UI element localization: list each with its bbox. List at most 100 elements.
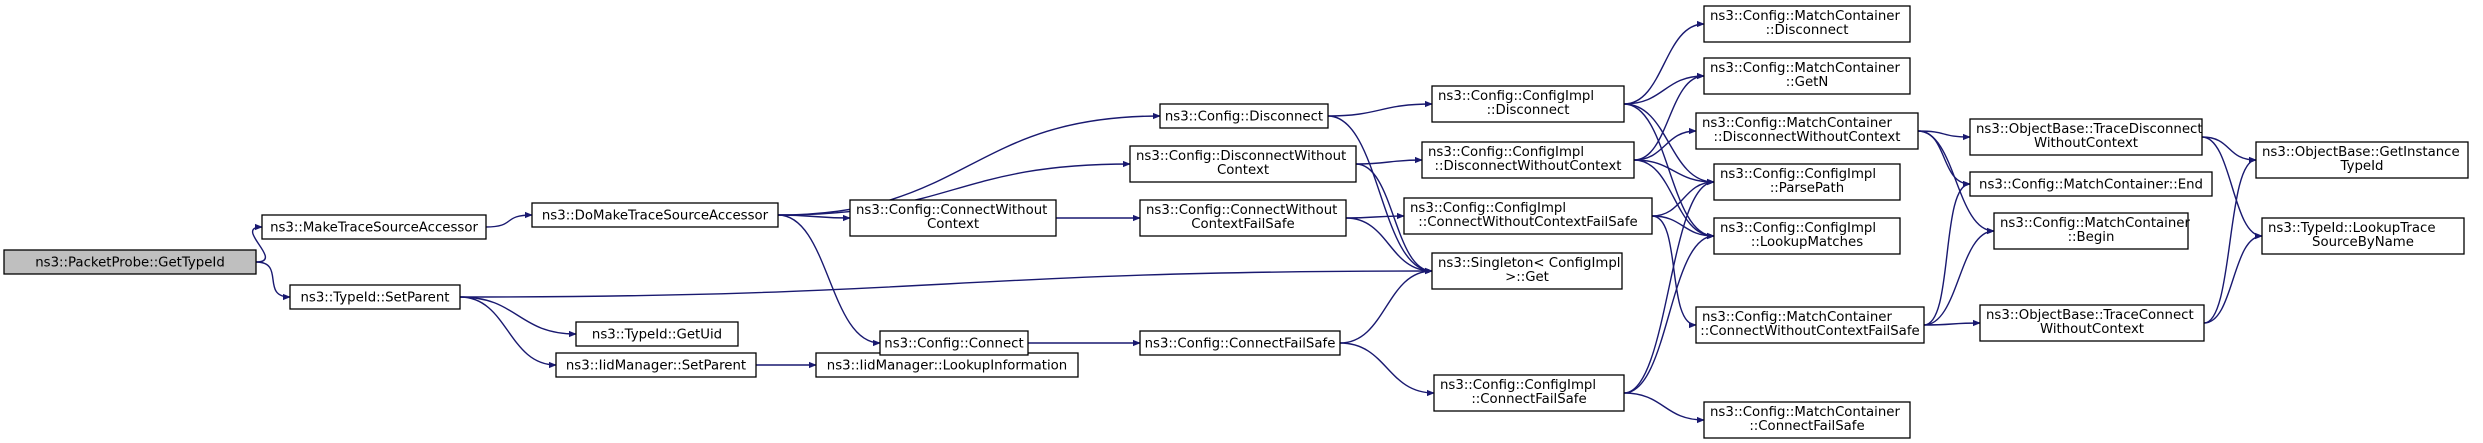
node-mcConnFs[interactable]: ns3::Config::MatchContainer::ConnectFail… — [1703, 401, 1911, 439]
node-box — [3, 249, 257, 275]
node-domake[interactable]: ns3::DoMakeTraceSourceAccessor — [531, 202, 779, 228]
nodes-layer: ns3::PacketProbe::GetTypeId ns3::MakeTrac… — [3, 5, 2469, 439]
node-getuid[interactable]: ns3::TypeId::GetUid — [575, 321, 739, 347]
edge-cfgdiscwoctx-to-implDiscWo — [1355, 156, 1423, 165]
node-mcEnd[interactable]: ns3::Config::MatchContainer::End — [1969, 171, 2213, 197]
node-mcBegin[interactable]: ns3::Config::MatchContainer::Begin — [1993, 212, 2190, 250]
node-root[interactable]: ns3::PacketProbe::GetTypeId — [3, 249, 257, 275]
node-setparent[interactable]: ns3::TypeId::SetParent — [289, 284, 461, 310]
node-box — [289, 284, 461, 310]
node-label: ns3::ObjectBase::TraceConnect — [1986, 308, 2194, 323]
node-connwoctxfs[interactable]: ns3::Config::ConnectWithoutContextFailSa… — [1139, 199, 1347, 237]
node-label: WithoutContext — [2040, 322, 2144, 337]
edge-implConnWoFs-to-lookupmatches — [1651, 215, 1715, 240]
edge-obTraceConn-to-lookupTrace — [2203, 232, 2263, 324]
edge-implConnFs-to-mcConnFs — [1623, 392, 1705, 424]
node-label: ::Disconnect — [1487, 103, 1570, 118]
node-obTraceConn[interactable]: ns3::ObjectBase::TraceConnectWithoutCont… — [1979, 304, 2205, 342]
node-box — [1695, 112, 1919, 150]
edge-implDisc-to-mcDisc — [1623, 20, 1705, 105]
node-cfgdisconnect[interactable]: ns3::Config::Disconnect — [1159, 103, 1329, 129]
node-singleton[interactable]: ns3::Singleton< ConfigImpl >::Get — [1431, 252, 1623, 290]
node-label: TypeId — [2340, 159, 2384, 174]
edge-cfgdisconnect-to-singleton — [1327, 115, 1433, 275]
edge-implDisc-to-parsepath — [1623, 103, 1715, 186]
edge-implDiscWo-to-parsepath — [1633, 159, 1715, 186]
node-box — [879, 330, 1029, 356]
node-lookupmatches[interactable]: ns3::Config::ConfigImpl::LookupMatches — [1713, 217, 1901, 255]
node-label: ns3::Config::Connect — [884, 337, 1023, 352]
node-mcConnWoFs[interactable]: ns3::Config::MatchContainer::ConnectWith… — [1695, 306, 1925, 344]
node-box — [1129, 145, 1357, 183]
node-label: ::ConnectFailSafe — [1471, 392, 1586, 407]
node-box — [1713, 217, 1901, 255]
node-label: ::DisconnectWithoutContext — [1435, 159, 1622, 174]
node-label: ns3::Config::MatchContainer — [1710, 61, 1900, 76]
node-implDisc[interactable]: ns3::Config::ConfigImpl::Disconnect — [1431, 85, 1625, 123]
edge-mcDiscWo-to-mcEnd — [1917, 130, 1971, 188]
node-mcDiscWo[interactable]: ns3::Config::MatchContainer::DisconnectW… — [1695, 112, 1919, 150]
node-box — [1979, 304, 2205, 342]
node-cfgconnect[interactable]: ns3::Config::Connect — [879, 330, 1029, 356]
node-lookupinfo[interactable]: ns3::IidManager::LookupInformation — [815, 352, 1079, 378]
node-box — [555, 352, 757, 378]
node-label: ns3::TypeId::SetParent — [300, 291, 449, 306]
node-mtsa[interactable]: ns3::MakeTraceSourceAccessor — [261, 214, 487, 240]
edge-mcConnWoFs-to-mcBegin — [1923, 227, 1995, 326]
edge-implConnFs-to-lookupmatches — [1623, 232, 1715, 394]
node-label: ns3::MakeTraceSourceAccessor — [270, 221, 478, 236]
node-implDiscWo[interactable]: ns3::Config::ConfigImpl::DisconnectWitho… — [1421, 141, 1635, 179]
node-label: ns3::PacketProbe::GetTypeId — [35, 256, 225, 271]
node-mcDisc[interactable]: ns3::Config::MatchContainer::Disconnect — [1703, 5, 1911, 43]
edge-root-to-mtsa — [251, 223, 267, 263]
node-label: ns3::ObjectBase::TraceDisconnect — [1976, 122, 2203, 137]
node-label: ns3::Config::ConnectWithout — [856, 203, 1047, 218]
node-label: ns3::Config::DisconnectWithout — [1136, 149, 1346, 164]
node-label: Context — [1217, 163, 1269, 178]
node-label: ns3::Singleton< ConfigImpl — [1438, 256, 1620, 271]
node-mcGetN[interactable]: ns3::Config::MatchContainer::GetN — [1703, 57, 1911, 95]
node-label: ns3::Config::MatchContainer — [1710, 9, 1900, 24]
node-label: ns3::TypeId::GetUid — [592, 328, 722, 343]
edge-domake-to-cfgconnwoctx — [777, 214, 851, 222]
node-cfgconnwoctx[interactable]: ns3::Config::ConnectWithoutContext — [849, 199, 1057, 237]
edge-implConnWoFs-to-mcConnWoFs — [1651, 215, 1697, 329]
node-label: ns3::Config::MatchContainer — [2000, 216, 2190, 231]
node-iidsetparent[interactable]: ns3::IidManager::SetParent — [555, 352, 757, 378]
node-label: Context — [927, 217, 979, 232]
node-box — [1703, 5, 1911, 43]
node-label: ns3::Config::ConfigImpl — [1720, 167, 1876, 182]
node-label: ::LookupMatches — [1751, 235, 1863, 250]
node-label: ns3::DoMakeTraceSourceAccessor — [542, 209, 769, 224]
node-box — [1159, 103, 1329, 129]
node-obTraceDisc[interactable]: ns3::ObjectBase::TraceDisconnectWithoutC… — [1969, 118, 2203, 156]
node-box — [1431, 252, 1623, 290]
node-box — [1421, 141, 1635, 179]
node-label: ns3::Config::MatchContainer — [1710, 405, 1900, 420]
node-implConnWoFs[interactable]: ns3::Config::ConfigImpl::ConnectWithoutC… — [1403, 197, 1653, 235]
node-parsepath[interactable]: ns3::Config::ConfigImpl::ParsePath — [1713, 163, 1901, 201]
edge-domake-to-cfgdisconnect — [777, 112, 1161, 216]
node-box — [1139, 199, 1347, 237]
node-cfgdiscwoctx[interactable]: ns3::Config::DisconnectWithoutContext — [1129, 145, 1357, 183]
node-label: ::ConnectWithoutContextFailSafe — [1700, 324, 1919, 339]
edge-implDiscWo-to-mcDiscWo — [1633, 127, 1697, 161]
edge-mcConnWoFs-to-obTraceConn — [1923, 319, 1981, 327]
node-label: ns3::Config::MatchContainer::End — [1979, 178, 2203, 193]
node-label: ns3::Config::ConnectWithout — [1146, 203, 1337, 218]
node-label: ContextFailSafe — [1191, 217, 1295, 232]
node-connfs[interactable]: ns3::Config::ConnectFailSafe — [1139, 330, 1341, 356]
node-box — [815, 352, 1079, 378]
edge-mcDiscWo-to-obTraceDisc — [1917, 130, 1971, 141]
node-implConnFs[interactable]: ns3::Config::ConfigImpl::ConnectFailSafe — [1433, 374, 1625, 412]
node-box — [1139, 330, 1341, 356]
node-label: ns3::IidManager::SetParent — [566, 359, 746, 374]
node-box — [1703, 401, 1911, 439]
edge-implConnWoFs-to-parsepath — [1651, 178, 1715, 217]
node-label: ::DisconnectWithoutContext — [1714, 130, 1901, 145]
node-box — [1969, 118, 2203, 156]
node-label: WithoutContext — [2034, 136, 2138, 151]
node-box — [1695, 306, 1925, 344]
